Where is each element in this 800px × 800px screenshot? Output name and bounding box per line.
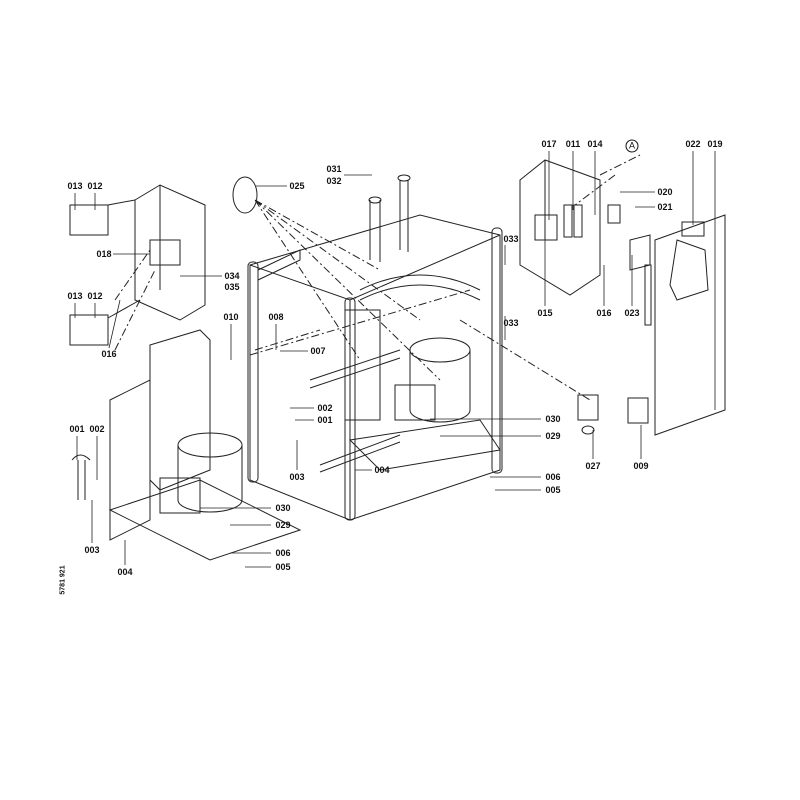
main-frame [247,214,503,521]
callout-011: 011 [565,139,581,149]
callout-004: 004 [117,567,133,577]
callout-025: 025 [289,181,305,191]
left-unit [71,329,302,561]
callout-002: 002 [317,403,333,413]
connection-lines [114,154,641,401]
callout-015: 015 [537,308,553,318]
callout-017: 017 [541,139,557,149]
callout-012: 012 [87,181,103,191]
callout-021: 021 [657,202,673,212]
callout-005: 005 [275,562,291,572]
callout-033: 033 [503,234,519,244]
callout-001: 001 [317,415,333,425]
callout-020: 020 [657,187,673,197]
callout-008: 008 [268,312,284,322]
sensor-detail-circle [232,176,258,214]
callout-016: 016 [101,349,117,359]
callout-007: 007 [310,346,326,356]
callout-018: 018 [96,249,112,259]
callout-a-circle: A [625,139,639,153]
relay-box [69,184,206,346]
callout-001: 001 [69,424,85,434]
callout-003: 003 [84,545,100,555]
callout-029: 029 [275,520,291,530]
callout-013: 013 [67,181,83,191]
callout-014: 014 [587,139,603,149]
callout-004: 004 [374,465,390,475]
callout-023: 023 [624,308,640,318]
callout-029: 029 [545,431,561,441]
callout-032: 032 [326,176,342,186]
callout-019: 019 [707,139,723,149]
inner-unit [309,174,501,473]
callout-034: 034 [224,271,240,281]
front-panel [629,214,726,436]
callout-030: 030 [545,414,561,424]
callout-006: 006 [545,472,561,482]
callout-022: 022 [685,139,701,149]
callout-016: 016 [596,308,612,318]
drawing-number: 5781 921 [59,565,67,595]
control-box [519,159,621,296]
callout-030: 030 [275,503,291,513]
callout-035: 035 [224,282,240,292]
callout-031: 031 [326,164,342,174]
callout-003: 003 [289,472,305,482]
callout-013: 013 [67,291,83,301]
callout-002: 002 [89,424,105,434]
callout-005: 005 [545,485,561,495]
callout-012: 012 [87,291,103,301]
callout-010: 010 [223,312,239,322]
callout-009: 009 [633,461,649,471]
valve-assembly [577,394,649,435]
callout-033: 033 [503,318,519,328]
leader-lines [74,151,716,568]
callout-006: 006 [275,548,291,558]
callout-027: 027 [585,461,601,471]
